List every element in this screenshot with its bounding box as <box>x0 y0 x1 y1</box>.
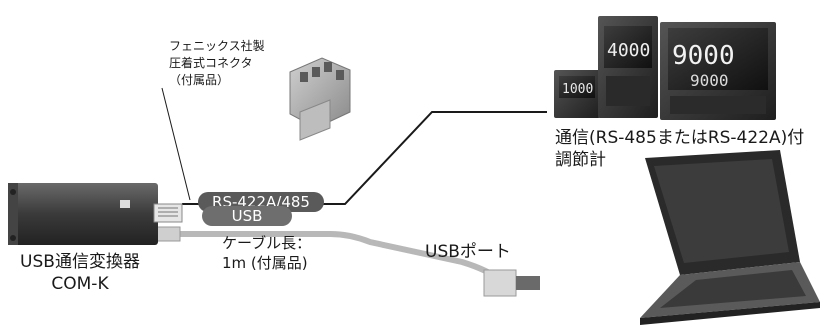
controller-small: 1000 <box>554 70 600 118</box>
controller-large-sv: 9000 <box>690 71 729 90</box>
converter-name: USB通信変換器 <box>20 252 140 272</box>
controller-medium: 4000 <box>598 16 658 118</box>
controller-medium-display: 4000 <box>607 40 650 61</box>
rs-cable <box>182 111 547 205</box>
connector-label-line1: フェニックス社製 <box>169 39 265 53</box>
controller-small-display: 1000 <box>562 82 593 97</box>
controller-label-line1: 通信(RS-485またはRS-422A)付 <box>555 128 805 148</box>
controller-large-pv: 9000 <box>672 41 735 71</box>
cable-length-line2: 1m (付属品) <box>222 254 308 272</box>
controller-label-line2: 調節計 <box>555 150 606 170</box>
usb-converter-box <box>8 183 183 245</box>
usb-port-label: USBポート <box>425 242 511 262</box>
converter-model: COM-K <box>51 274 109 294</box>
connector-label-line3: （付属品） <box>169 73 230 87</box>
cable-length-line1: ケーブル長： <box>222 234 312 252</box>
controller-large: 9000 9000 <box>660 22 776 120</box>
terminal-connector-image <box>289 57 351 141</box>
connector-leader-line <box>161 87 191 201</box>
laptop-image <box>640 150 820 325</box>
usb-cable-label: USB <box>231 207 263 225</box>
usb-plug-laptop <box>483 269 540 297</box>
connector-label-line2: 圧着式コネクタ <box>169 56 253 70</box>
usb-cable-pill: USB <box>202 206 292 226</box>
